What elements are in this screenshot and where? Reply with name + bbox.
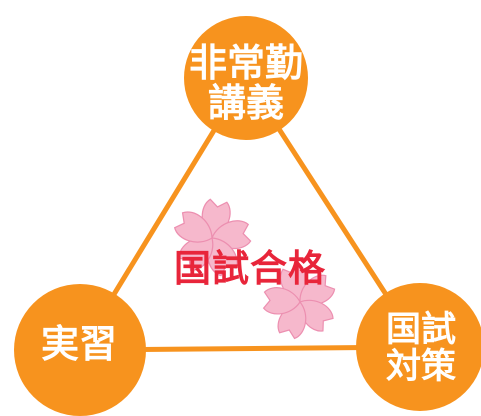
node-label-exam-prep: 国試 対策 — [385, 310, 456, 387]
sakura-decoration — [173, 198, 336, 340]
node-label-lecture: 非常勤 講義 — [188, 41, 303, 125]
node-circle-lecture — [184, 16, 308, 140]
node-circle-practicum — [14, 284, 146, 416]
diagram-nodes — [14, 16, 481, 416]
sakura-flower-icon — [173, 198, 252, 277]
sakura-flower-icon — [262, 264, 336, 340]
node-label-practicum: 実習 — [40, 322, 117, 366]
node-circle-exam-prep — [356, 283, 481, 411]
center-label-exam-pass: 国試合格 — [174, 246, 326, 290]
